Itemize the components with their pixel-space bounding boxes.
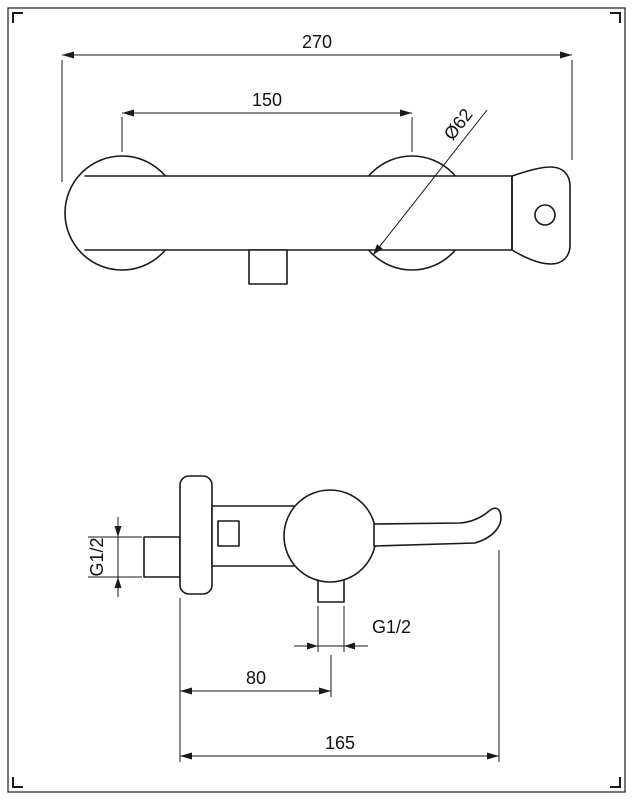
front-view-dimensions: 270 150 Ø62 — [61, 32, 573, 256]
wall-flange-side — [179, 475, 213, 595]
arrowhead — [487, 752, 499, 760]
corner-mark-bottom-left — [12, 777, 23, 788]
arrowhead — [373, 244, 383, 255]
arrowhead — [180, 752, 192, 760]
arrowhead — [560, 51, 572, 59]
leader-line-diameter — [372, 109, 488, 256]
arrowhead — [62, 51, 74, 59]
hose-outlet-front — [248, 249, 288, 285]
corner-mark-bottom-right — [610, 777, 621, 788]
lever-handle-side — [373, 507, 502, 547]
dim-flange-diameter-label: Ø62 — [440, 105, 477, 144]
front-view — [64, 155, 571, 285]
arrowhead — [319, 687, 331, 695]
dim-outlet-thread-label: G1/2 — [372, 617, 411, 637]
dim-overall-depth-label: 165 — [325, 733, 355, 753]
arrowhead — [114, 577, 122, 588]
shower-hose-outlet-side — [317, 579, 345, 603]
arrowhead — [180, 687, 192, 695]
side-view-dimensions: G1/2 G1/2 80 165 — [87, 517, 500, 762]
drawing-frame — [7, 7, 626, 793]
dim-wall-to-outlet-label: 80 — [246, 668, 266, 688]
dim-overall-width-label: 270 — [302, 32, 332, 52]
corner-mark-top-right — [610, 12, 621, 23]
mixer-body-bar-fill — [85, 176, 512, 250]
valve-body-circle — [283, 489, 377, 583]
body-detail-square — [217, 520, 240, 547]
dim-inlet-thread-label: G1/2 — [87, 537, 107, 576]
arrowhead — [122, 109, 134, 117]
dim-hole-spacing-label: 150 — [252, 90, 282, 110]
water-inlet-stub — [143, 536, 181, 578]
arrowhead — [114, 526, 122, 537]
corner-mark-top-left — [12, 12, 23, 23]
arrowhead — [344, 642, 355, 650]
handle-hole — [534, 204, 556, 226]
drawing-border — [7, 7, 626, 793]
side-view — [143, 475, 502, 603]
arrowhead — [307, 642, 318, 650]
arrowhead — [400, 109, 412, 117]
